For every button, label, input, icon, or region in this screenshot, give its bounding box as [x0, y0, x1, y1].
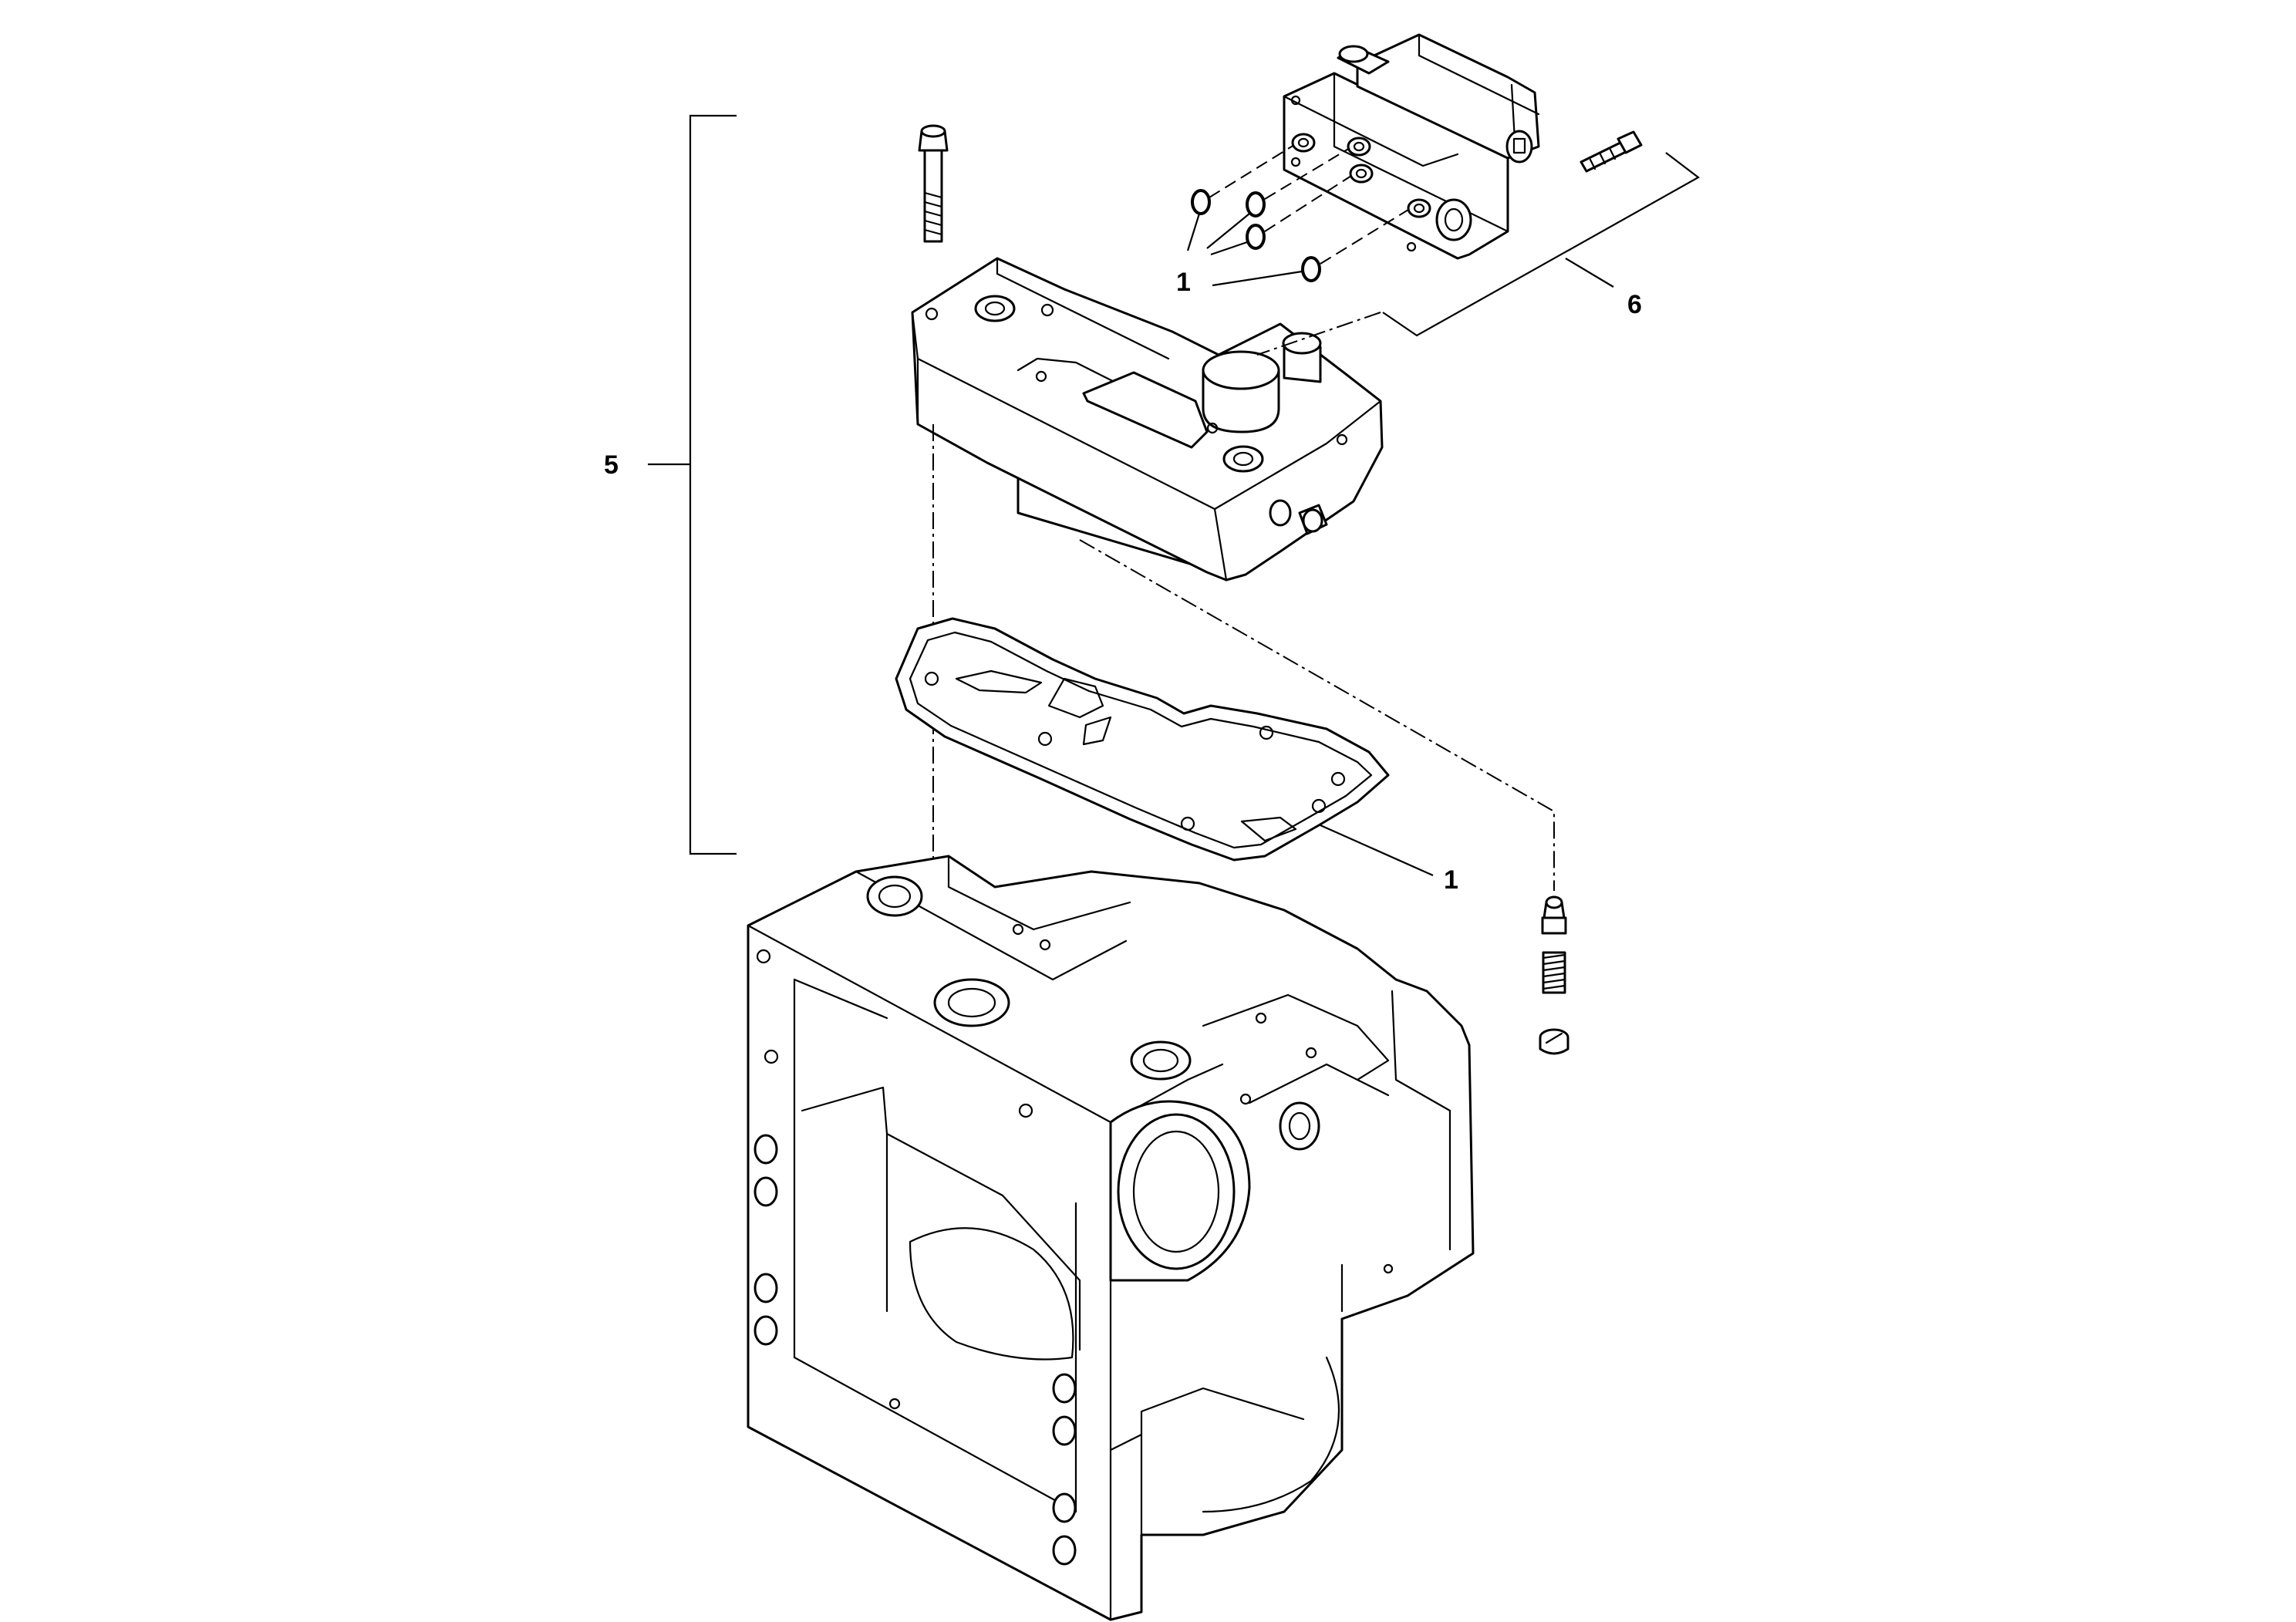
assembly-bracket	[648, 114, 737, 855]
long-bolt	[918, 124, 949, 243]
valve-centerline	[1256, 312, 1381, 356]
callout-5: 5	[604, 450, 619, 480]
detent-centerline	[1079, 539, 1555, 891]
gasket	[895, 617, 1434, 877]
callout-6: 6	[1627, 290, 1642, 319]
transmission-housing	[747, 855, 1475, 1621]
valve-block	[911, 257, 1384, 582]
valve-screw	[1580, 130, 1643, 173]
solenoid-valve	[1283, 33, 1540, 260]
callout-1-orings: 1	[1176, 268, 1191, 297]
callout-1-gasket: 1	[1444, 865, 1458, 895]
valve-kit-bracket	[1382, 152, 1700, 337]
o-rings	[1186, 144, 1409, 287]
detent-parts	[1539, 895, 1569, 1055]
